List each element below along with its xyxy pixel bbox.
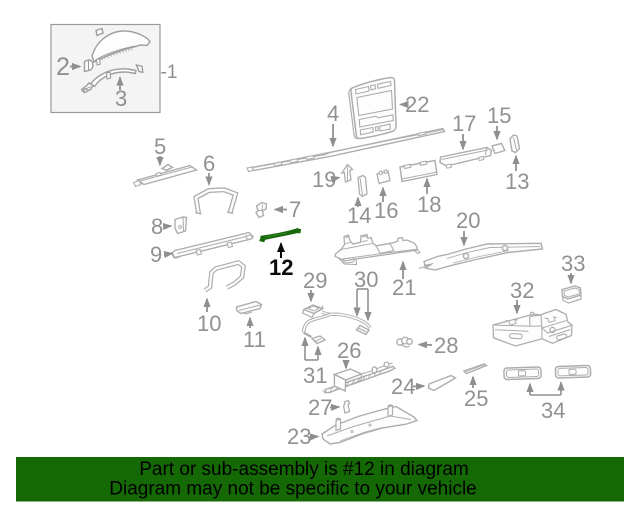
svg-text:5: 5	[154, 134, 166, 159]
svg-text:7: 7	[289, 197, 301, 222]
svg-text:13: 13	[505, 169, 529, 194]
svg-text:Part or sub-assembly is #12 in: Part or sub-assembly is #12 in diagram	[139, 459, 468, 480]
svg-text:Diagram may not be specific to: Diagram may not be specific to your vehi…	[109, 479, 477, 500]
svg-text:27: 27	[308, 395, 332, 420]
svg-text:19: 19	[312, 167, 336, 192]
svg-text:-1: -1	[161, 62, 178, 83]
svg-text:15: 15	[487, 103, 511, 128]
svg-text:22: 22	[405, 92, 429, 117]
svg-text:26: 26	[337, 338, 361, 363]
svg-text:9: 9	[150, 242, 162, 267]
svg-text:23: 23	[287, 424, 311, 449]
svg-text:28: 28	[434, 333, 458, 358]
svg-text:25: 25	[464, 386, 488, 411]
svg-text:14: 14	[347, 203, 371, 228]
svg-text:16: 16	[374, 198, 398, 223]
svg-text:21: 21	[392, 275, 416, 300]
svg-text:17: 17	[452, 111, 476, 136]
svg-text:10: 10	[197, 311, 221, 336]
svg-text:20: 20	[456, 208, 480, 233]
svg-text:32: 32	[510, 278, 534, 303]
svg-text:8: 8	[151, 214, 163, 239]
svg-text:11: 11	[243, 327, 266, 352]
svg-text:18: 18	[417, 192, 441, 217]
svg-text:24: 24	[391, 374, 415, 399]
svg-text:4: 4	[327, 101, 339, 126]
svg-text:34: 34	[541, 398, 565, 423]
svg-text:31: 31	[303, 363, 327, 388]
svg-text:29: 29	[303, 268, 327, 293]
svg-text:3: 3	[115, 86, 127, 111]
svg-text:12: 12	[269, 255, 293, 280]
svg-text:30: 30	[354, 267, 378, 292]
svg-text:2: 2	[56, 53, 70, 81]
svg-text:33: 33	[561, 251, 585, 276]
svg-text:6: 6	[203, 151, 215, 176]
